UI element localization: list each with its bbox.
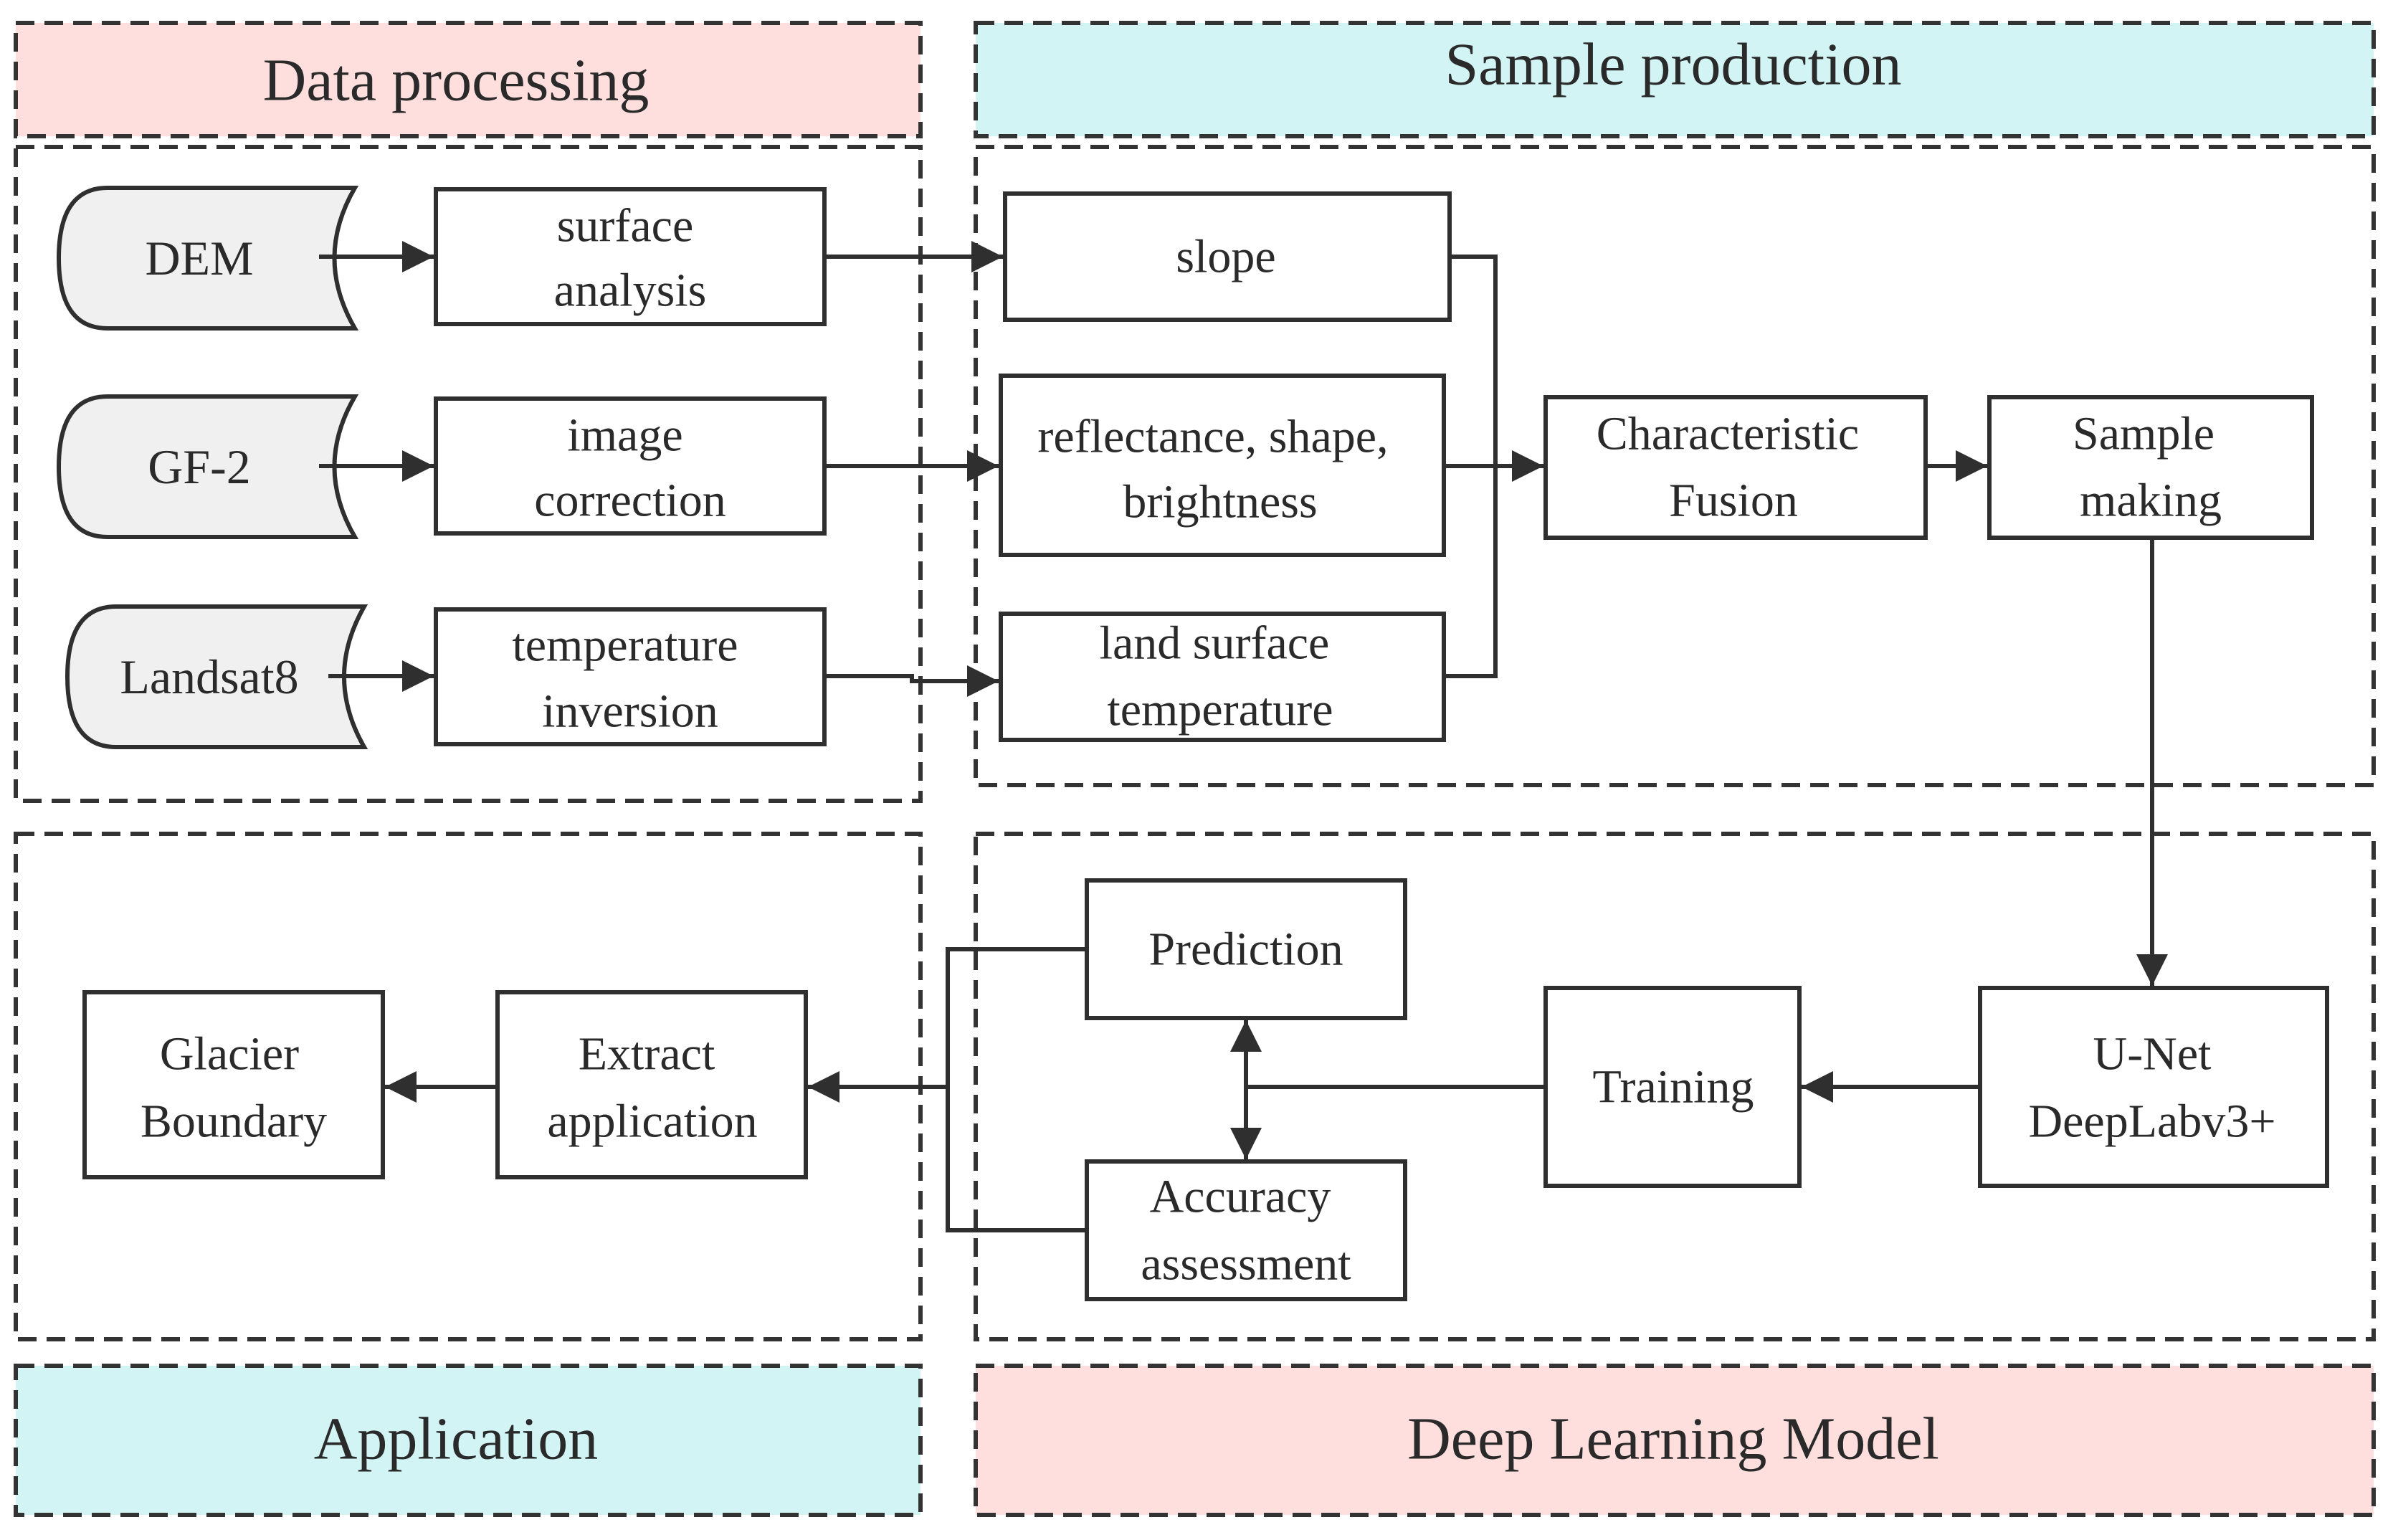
source-dem-label: DEM — [145, 231, 253, 285]
box-extract-application-line1: Extract — [579, 1028, 715, 1080]
box-accuracy-assessment-line2: assessment — [1141, 1238, 1351, 1291]
box-sample-making-line2: making — [2080, 475, 2222, 527]
header-data-processing-band — [14, 21, 923, 138]
box-surface-analysis: surface analysis — [434, 187, 827, 326]
box-reflectance-shape — [999, 374, 1446, 557]
box-unet-deeplab-shape — [1978, 986, 2329, 1188]
box-reflectance: reflectance, shape, brightness — [999, 374, 1446, 557]
box-slope-shape — [1003, 191, 1452, 322]
box-image-correction-line1: image — [567, 409, 682, 462]
box-accuracy-assessment: Accuracy assessment — [1085, 1159, 1407, 1301]
panel-data-processing — [14, 145, 923, 803]
header-application-label: Application — [314, 1406, 599, 1473]
box-surface-analysis-line2: analysis — [554, 265, 707, 317]
box-prediction-label: Prediction — [1148, 923, 1343, 976]
source-landsat8-shape — [65, 604, 368, 749]
box-glacier-boundary-line1: Glacier — [160, 1028, 299, 1080]
box-sample-making-line1: Sample — [2073, 408, 2214, 460]
box-slope-label: slope — [1176, 231, 1275, 283]
header-application-band — [14, 1364, 923, 1517]
source-dem: DEM — [56, 186, 359, 331]
box-training: Training — [1543, 986, 1802, 1188]
box-accuracy-assessment-line1: Accuracy — [1150, 1171, 1331, 1223]
box-slope: slope — [1003, 191, 1452, 322]
header-deep-learning-model-label: Deep Learning Model — [1407, 1406, 1939, 1473]
box-reflectance-line1: reflectance, shape, — [1037, 411, 1388, 463]
box-characteristic-fusion: Characteristic Fusion — [1543, 395, 1928, 540]
box-sample-making: Sample making — [1987, 395, 2314, 540]
header-application: Application — [14, 1364, 923, 1517]
source-landsat8: Landsat8 — [65, 604, 368, 749]
box-land-surface-temperature-line1: land surface — [1100, 617, 1330, 670]
arrow-temperature-inversion-to-land-surface-temperature — [824, 665, 999, 697]
box-land-surface-temperature: land surface temperature — [999, 612, 1446, 742]
panel-deep-learning-model — [974, 832, 2376, 1341]
panel-sample-production — [974, 145, 2376, 787]
box-image-correction: image correction — [434, 396, 827, 536]
box-characteristic-fusion-line1: Characteristic — [1597, 408, 1859, 460]
box-temperature-inversion: temperature inversion — [434, 607, 827, 746]
line-prediction-accuracy-loop — [946, 947, 1087, 1232]
box-glacier-boundary: Glacier Boundary — [82, 990, 385, 1179]
header-deep-learning-model-band — [974, 1364, 2376, 1517]
box-temperature-inversion-line1: temperature — [512, 619, 738, 672]
box-sample-making-shape — [1987, 395, 2314, 540]
box-extract-application-shape — [495, 990, 808, 1179]
source-dem-shape — [56, 186, 359, 331]
box-reflectance-line2: brightness — [1123, 476, 1317, 528]
header-sample-production-label: Sample production — [1445, 32, 1902, 98]
box-image-correction-shape — [434, 396, 827, 536]
source-gf2-shape — [56, 394, 359, 539]
box-glacier-boundary-shape — [82, 990, 385, 1179]
box-unet-deeplab: U-Net DeepLabv3+ — [1978, 986, 2329, 1188]
header-sample-production-band — [974, 21, 2376, 138]
box-unet-deeplab-line2: DeepLabv3+ — [2028, 1095, 2275, 1148]
box-extract-application-line2: application — [547, 1095, 757, 1148]
source-gf2: GF-2 — [56, 394, 359, 539]
box-prediction: Prediction — [1085, 878, 1407, 1020]
box-training-label: Training — [1593, 1061, 1754, 1113]
header-data-processing: Data processing — [14, 21, 923, 138]
box-characteristic-fusion-shape — [1543, 395, 1928, 540]
box-prediction-shape — [1085, 878, 1407, 1020]
box-glacier-boundary-line2: Boundary — [141, 1095, 327, 1148]
source-landsat8-label: Landsat8 — [120, 650, 298, 704]
source-gf2-label: GF-2 — [148, 439, 251, 494]
header-sample-production: Sample production — [974, 21, 2376, 138]
box-image-correction-line2: correction — [534, 475, 726, 527]
header-deep-learning-model: Deep Learning Model — [974, 1364, 2376, 1517]
box-surface-analysis-line1: surface — [557, 200, 694, 252]
box-land-surface-temperature-line2: temperature — [1107, 684, 1333, 736]
box-temperature-inversion-line2: inversion — [542, 685, 718, 738]
header-data-processing-label: Data processing — [263, 47, 650, 114]
box-unet-deeplab-line1: U-Net — [2093, 1028, 2212, 1080]
box-characteristic-fusion-line2: Fusion — [1669, 475, 1798, 527]
box-extract-application: Extract application — [495, 990, 808, 1179]
